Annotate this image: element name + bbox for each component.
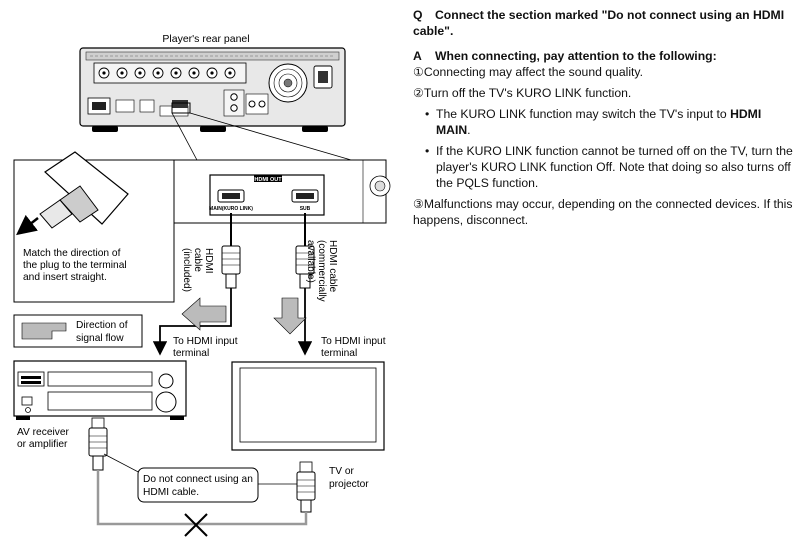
answer-bullets: The KURO LINK function may switch the TV… xyxy=(413,106,793,191)
answer-item-1: ①Connecting may affect the sound quality… xyxy=(413,65,643,79)
connection-diagram: Player's rear panel xyxy=(13,33,391,537)
question-label: Q xyxy=(413,8,423,22)
player-rear-panel xyxy=(79,47,346,132)
cable-included-label: HDMI cable (included) xyxy=(181,248,214,292)
answer-item-3: ③Malfunctions may occur, depending on th… xyxy=(413,197,793,227)
svg-text:Direction of signal flow: Direction of signal flow xyxy=(76,320,130,344)
to-hdmi-input-left: To HDMI input terminal xyxy=(173,336,240,359)
answer-heading-text: When connecting, pay attention to the fo… xyxy=(435,49,717,63)
disallowed-hdmi-connection xyxy=(88,417,316,537)
plug-instruction-text: Match the direction of the plug to the t… xyxy=(23,248,129,283)
answer-heading: A When connecting, pay attention to the f… xyxy=(413,48,793,64)
hdmi-out-label: HDMI OUT xyxy=(254,177,282,183)
rear-panel-caption: Player's rear panel xyxy=(162,33,249,45)
answer-label: A xyxy=(413,49,422,63)
cable-commercial-label: HDMI cable (commercially available) xyxy=(305,240,338,304)
to-hdmi-input-right: To HDMI input terminal xyxy=(321,336,388,359)
answer-bullet-2: If the KURO LINK function cannot be turn… xyxy=(425,143,793,191)
av-receiver xyxy=(13,360,187,420)
bullet1-bold: HDMI MAIN xyxy=(436,107,762,137)
answer-bullet-1: The KURO LINK function may switch the TV… xyxy=(425,106,793,138)
hdmi-cable-commercial xyxy=(295,213,315,356)
main-port-label: MAIN(KURO LINK) xyxy=(209,206,253,212)
signal-flow-arrow-left xyxy=(181,297,227,331)
do-not-connect-callout: Do not connect using an HDMI cable. xyxy=(137,467,259,503)
av-receiver-label: AV receiver or amplifier xyxy=(17,427,72,450)
question-text: Connect the section marked "Do not conne… xyxy=(413,8,785,38)
bullet1-end: . xyxy=(467,123,471,137)
signal-flow-arrow-down xyxy=(273,297,307,335)
hdmi-terminal-highlight xyxy=(171,102,191,114)
tv-projector xyxy=(231,361,385,451)
answer-item-2: ②Turn off the TV's KURO LINK function. xyxy=(413,86,632,100)
plug-instruction-box: Match the direction of the plug to the t… xyxy=(13,151,175,303)
hdmi-cable-included xyxy=(152,213,241,356)
tv-label: TV or projector xyxy=(329,466,369,490)
bullet1-text: The KURO LINK function may switch the TV… xyxy=(436,107,731,121)
sub-port-label: SUB xyxy=(300,206,311,212)
signal-flow-legend: Direction of signal flow xyxy=(13,314,143,348)
svg-text:Do not connect using an: Do not connect using an HDMI cable. xyxy=(143,474,256,498)
hdmi-out-zoom: HDMI OUT MAIN(KURO LINK) SUB xyxy=(171,159,391,224)
